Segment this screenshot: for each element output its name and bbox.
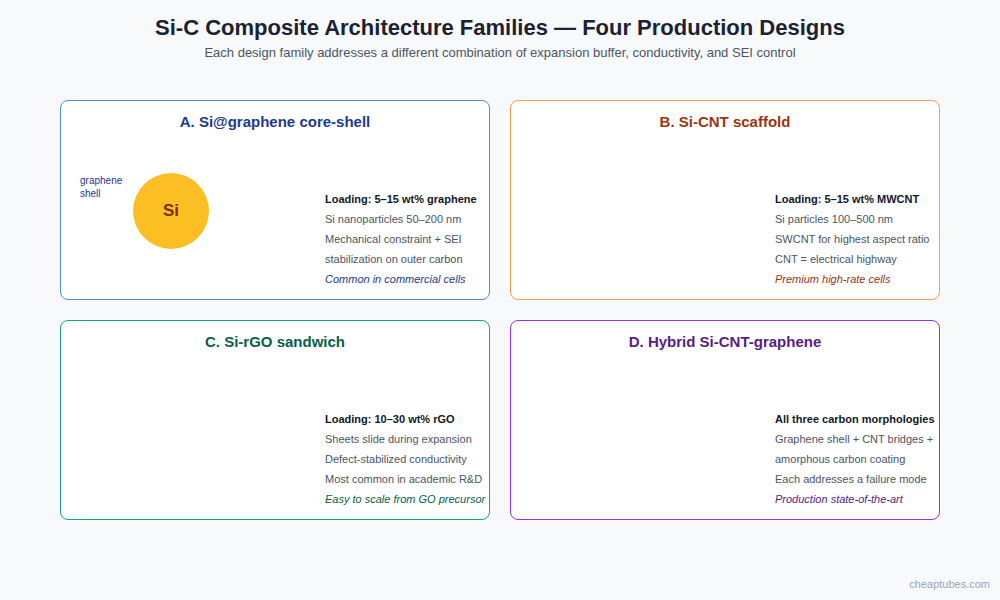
detail-line: Graphene shell + CNT bridges + amorphous… xyxy=(775,429,945,469)
panel-heading: A. Si@graphene core-shell xyxy=(61,113,489,130)
text-column: All three carbon morphologiesGraphene sh… xyxy=(775,409,945,509)
detail-line: Most common in academic R&D xyxy=(325,469,495,489)
silicon-core: Si xyxy=(133,173,209,249)
design-panel: D. Hybrid Si-CNT-grapheneAll three carbo… xyxy=(510,320,940,520)
detail-line: Each addresses a failure mode xyxy=(775,469,945,489)
shell-label: graphene shell xyxy=(80,174,132,200)
detail-line: Mechanical constraint + SEI stabilizatio… xyxy=(325,229,495,269)
panel-heading: C. Si-rGO sandwich xyxy=(61,333,489,350)
note-line: Common in commercial cells xyxy=(325,269,495,289)
caption: Each design family addresses a different… xyxy=(0,45,1000,60)
panel-heading: B. Si-CNT scaffold xyxy=(511,113,939,130)
detail-line: Sheets slide during expansion xyxy=(325,429,495,449)
design-panel: C. Si-rGO sandwichLoading: 10–30 wt% rGO… xyxy=(60,320,490,520)
title: Si-C Composite Architecture Families — F… xyxy=(0,15,1000,41)
panel-heading: D. Hybrid Si-CNT-graphene xyxy=(511,333,939,350)
text-column: Loading: 5–15 wt% MWCNTSi particles 100–… xyxy=(775,189,945,289)
design-panel: B. Si-CNT scaffoldLoading: 5–15 wt% MWCN… xyxy=(510,100,940,300)
detail-line: CNT = electrical highway xyxy=(775,249,945,269)
loading-line: Loading: 5–15 wt% MWCNT xyxy=(775,189,945,209)
note-line: Premium high-rate cells xyxy=(775,269,945,289)
note-line: Production state-of-the-art xyxy=(775,489,945,509)
loading-line: Loading: 5–15 wt% graphene xyxy=(325,189,495,209)
text-column: Loading: 5–15 wt% grapheneSi nanoparticl… xyxy=(325,189,495,289)
loading-line: All three carbon morphologies xyxy=(775,409,945,429)
note-line: Easy to scale from GO precursor xyxy=(325,489,495,509)
design-panel: A. Si@graphene core-shellLoading: 5–15 w… xyxy=(60,100,490,300)
detail-line: Si particles 100–500 nm xyxy=(775,209,945,229)
detail-line: Defect-stabilized conductivity xyxy=(325,449,495,469)
watermark: cheaptubes.com xyxy=(909,578,990,590)
detail-line: SWCNT for highest aspect ratio xyxy=(775,229,945,249)
text-column: Loading: 10–30 wt% rGOSheets slide durin… xyxy=(325,409,495,509)
core-label: Si xyxy=(163,201,179,221)
loading-line: Loading: 10–30 wt% rGO xyxy=(325,409,495,429)
detail-line: Si nanoparticles 50–200 nm xyxy=(325,209,495,229)
